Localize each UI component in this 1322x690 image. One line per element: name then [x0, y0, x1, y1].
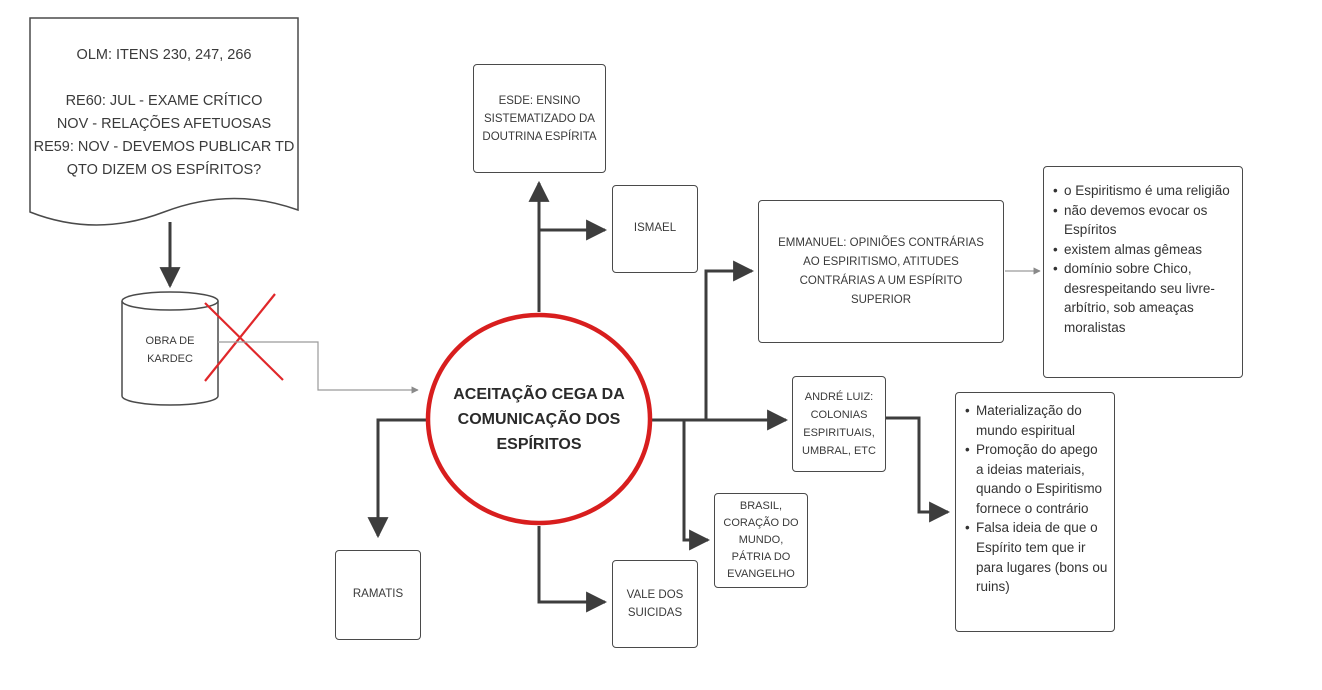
- node-line: PÁTRIA DO: [731, 551, 791, 563]
- node-line: SISTEMATIZADO DA: [484, 112, 595, 125]
- node-line: ESDE: ENSINO: [498, 94, 581, 107]
- center-line: COMUNICAÇÃO DOS: [457, 411, 621, 428]
- node-line: ANDRÉ LUIZ:: [804, 391, 874, 403]
- emmanuel-notes: o Espiritismo é uma religião não devemos…: [1043, 166, 1243, 378]
- emmanuel-note-item: domínio sobre Chico, desrespeitando seu …: [1053, 259, 1234, 337]
- node-line: UMBRAL, ETC: [802, 445, 876, 457]
- database-shape: [121, 291, 219, 406]
- emmanuel-note-item: o Espiritismo é uma religião: [1053, 181, 1234, 201]
- central-circle: [425, 312, 653, 526]
- node-ramatis: RAMATIS: [335, 550, 421, 640]
- center-line: ACEITAÇÃO CEGA DA: [453, 386, 625, 403]
- doc-line: [30, 67, 298, 90]
- emmanuel-note-item: não devemos evocar os Espíritos: [1053, 201, 1234, 240]
- node-line: ESPIRITUAIS,: [803, 427, 875, 439]
- connector-center-ramatis: [367, 418, 428, 539]
- andre-note-item: Materialização do mundo espiritual: [965, 401, 1108, 440]
- andre-note-item: Falsa ideia de que o Espírito tem que ir…: [965, 518, 1108, 596]
- center-label: ACEITAÇÃO CEGA DA COMUNICAÇÃO DOS ESPÍRI…: [434, 382, 644, 457]
- node-andre-luiz: ANDRÉ LUIZ: COLONIAS ESPIRITUAIS, UMBRAL…: [792, 376, 886, 472]
- andre-note-item: Promoção do apego a ideias materiais, qu…: [965, 440, 1108, 518]
- node-line: VALE DOS: [626, 589, 684, 601]
- node-line: CONTRÁRIAS A UM ESPÍRITO: [799, 274, 963, 287]
- connector-center-emmanuel: [704, 260, 755, 420]
- node-line: EVANGELHO: [727, 568, 795, 580]
- node-esde: ESDE: ENSINO SISTEMATIZADO DA DOUTRINA E…: [473, 64, 606, 173]
- node-line: RAMATIS: [352, 588, 404, 601]
- database-line: KARDEC: [147, 353, 193, 365]
- doc-line: RE60: JUL - EXAME CRÍTICO: [65, 93, 263, 109]
- node-line: DOUTRINA ESPÍRITA: [482, 130, 597, 143]
- doc-line: NOV - RELAÇÕES AFETUOSAS: [56, 116, 272, 132]
- emmanuel-note-item: existem almas gêmeas: [1053, 240, 1234, 260]
- connector-database-center: [218, 341, 419, 394]
- center-line: ESPÍRITOS: [496, 436, 582, 453]
- node-line: SUPERIOR: [850, 293, 912, 306]
- node-line: BRASIL,: [739, 500, 783, 512]
- node-line: ISMAEL: [633, 222, 677, 235]
- node-emmanuel: EMMANUEL: OPINIÕES CONTRÁRIAS AO ESPIRIT…: [758, 200, 1004, 343]
- node-line: MUNDO,: [738, 534, 784, 546]
- node-line: SUICIDAS: [627, 607, 683, 619]
- andre-notes: Materialização do mundo espiritual Promo…: [955, 392, 1115, 632]
- node-line: EMMANUEL: OPINIÕES CONTRÁRIAS: [778, 236, 984, 249]
- node-line: COLONIAS: [810, 409, 868, 421]
- connector-center-vale: [537, 526, 608, 613]
- node-line: CORAÇÃO DO: [723, 517, 799, 529]
- document-text: OLM: ITENS 230, 247, 266 RE60: JUL - EXA…: [30, 44, 298, 182]
- node-ismael: ISMAEL: [612, 185, 698, 273]
- doc-line: RE59: NOV - DEVEMOS PUBLICAR TD: [33, 139, 295, 155]
- doc-line: QTO DIZEM OS ESPÍRITOS?: [66, 162, 262, 178]
- document-shape: [29, 17, 299, 226]
- database-label: OBRA DE KARDEC: [124, 332, 216, 368]
- database-line: OBRA DE: [145, 335, 195, 347]
- node-brasil: BRASIL, CORAÇÃO DO MUNDO, PÁTRIA DO EVAN…: [714, 493, 808, 588]
- node-vale-dos-suicidas: VALE DOS SUICIDAS: [612, 560, 698, 648]
- connector-andre-notes: [885, 416, 951, 523]
- doc-line: OLM: ITENS 230, 247, 266: [76, 47, 252, 63]
- node-line: AO ESPIRITISMO, ATITUDES: [803, 255, 959, 268]
- connector-center-brasil: [682, 420, 711, 551]
